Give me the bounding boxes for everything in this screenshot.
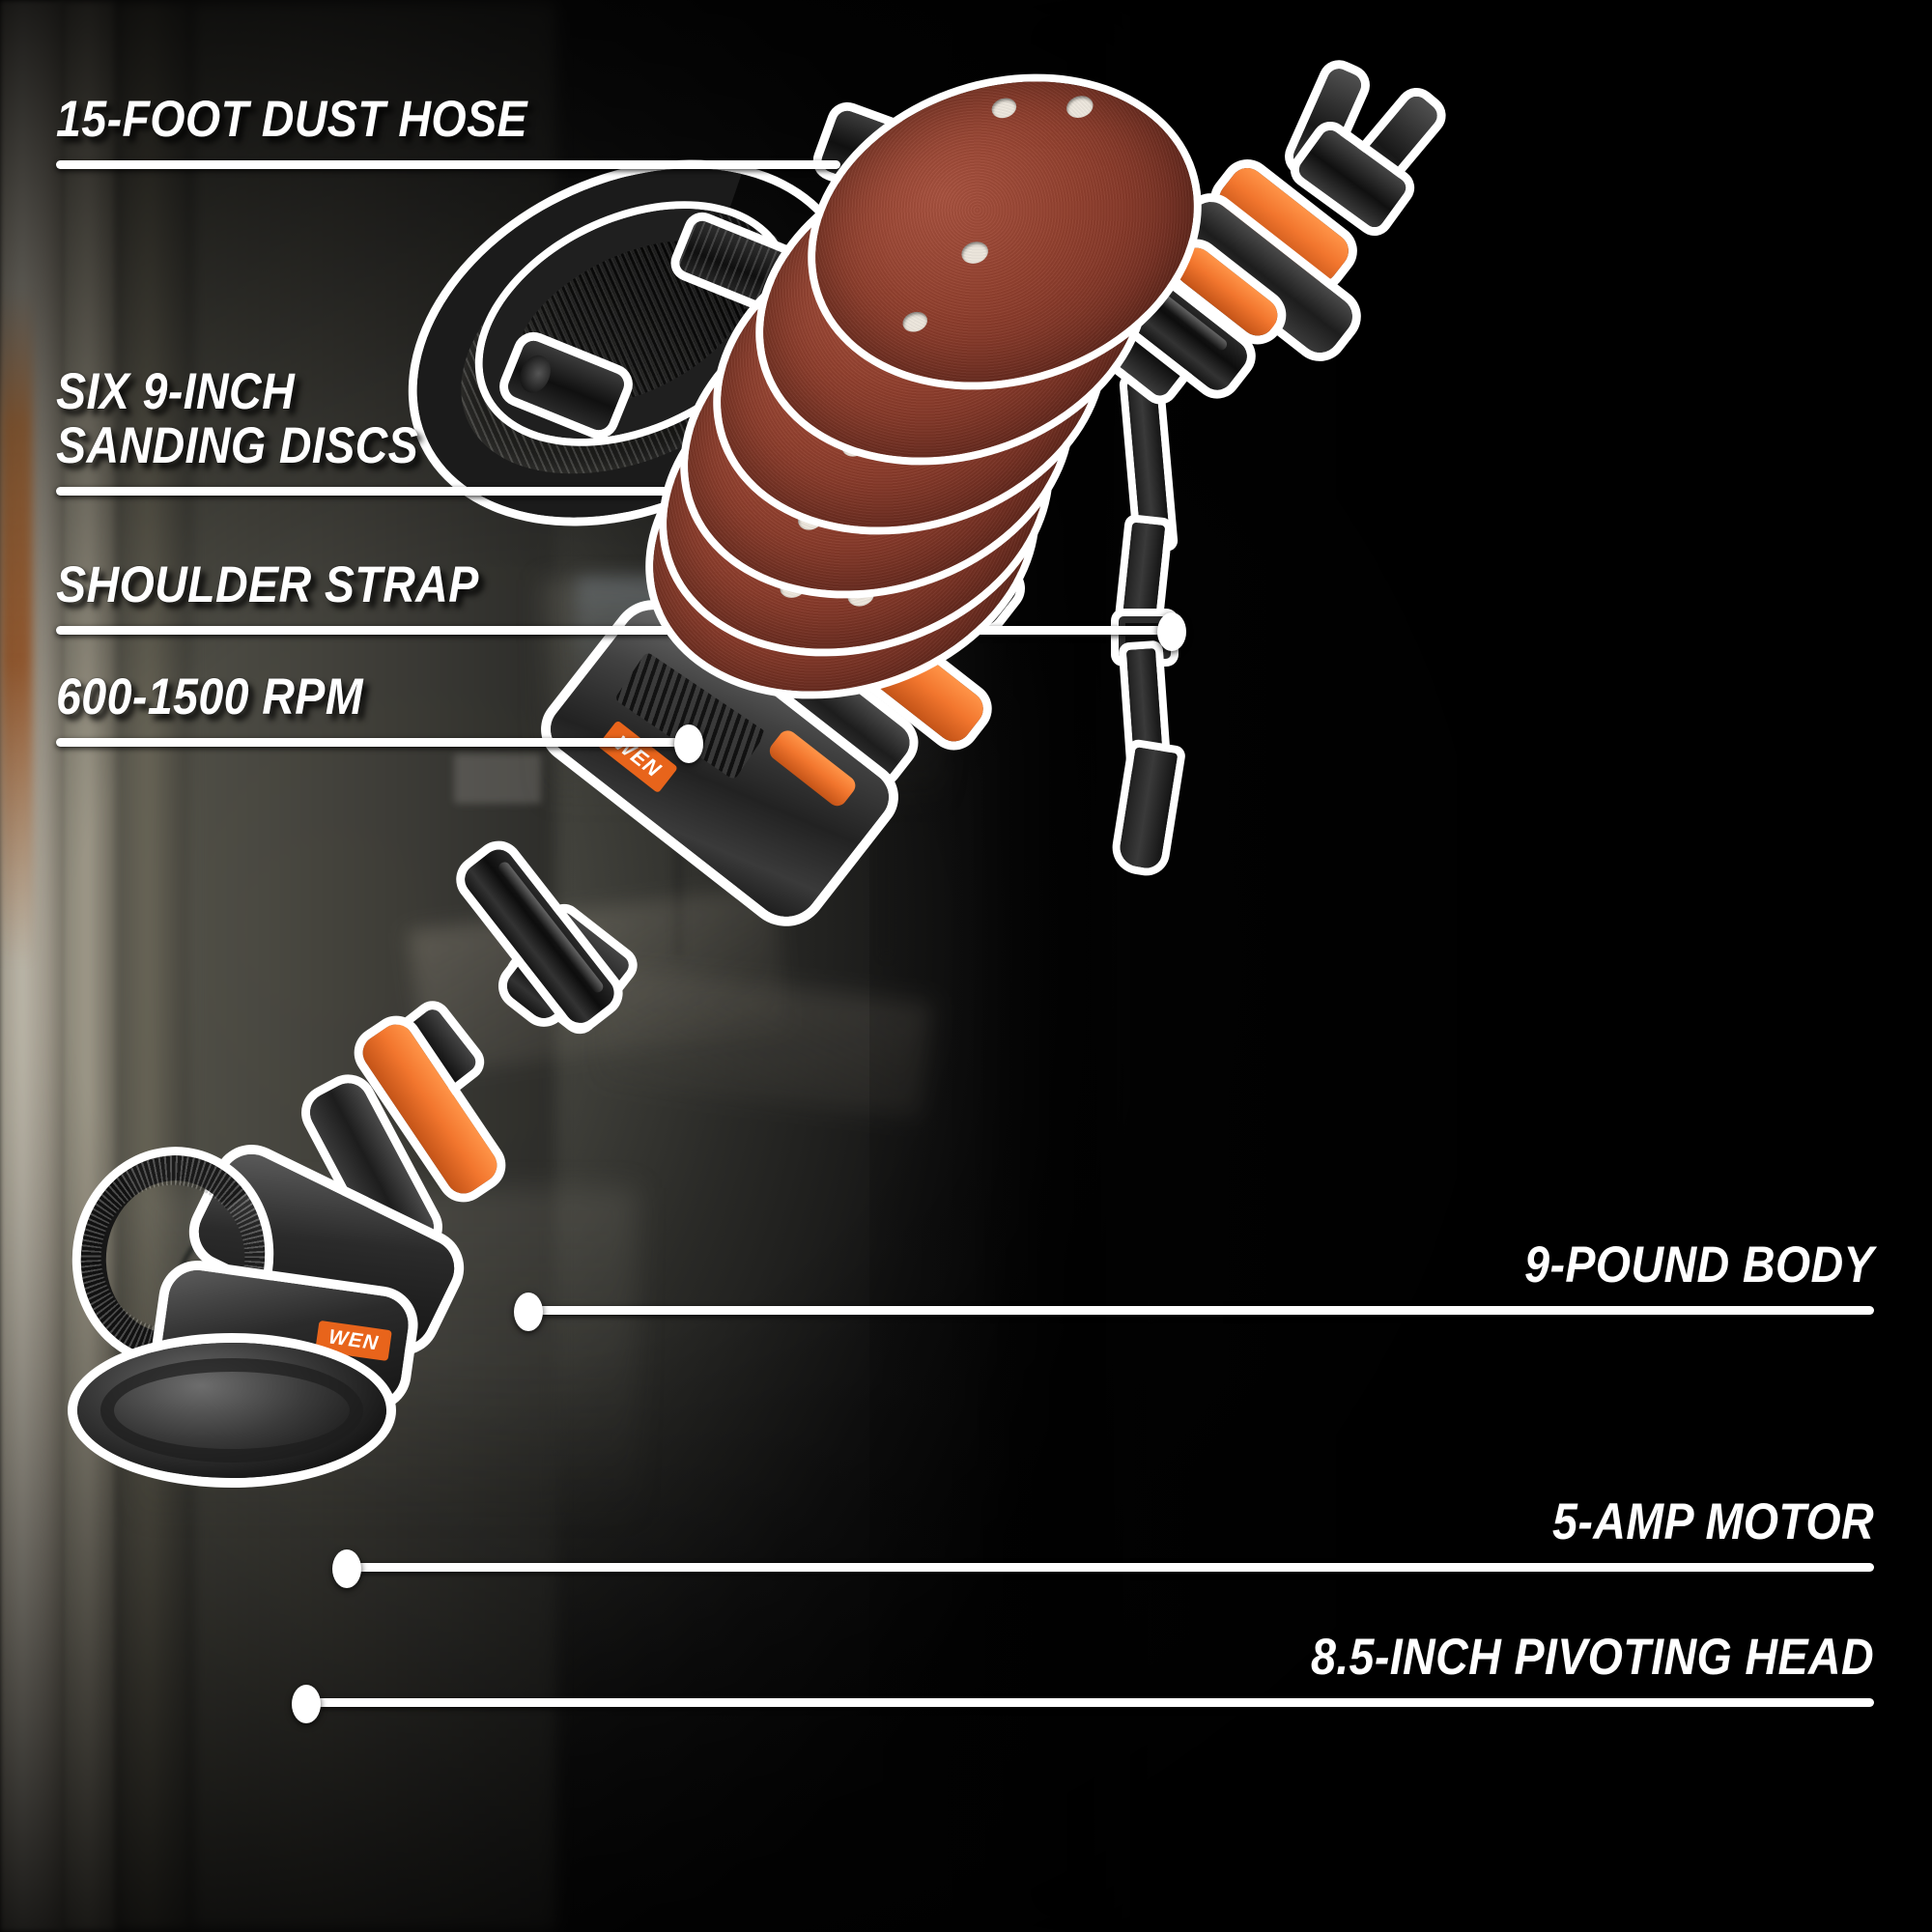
callout-label-pivoting-head: 8.5-INCH PIVOTING HEAD [1310,1629,1874,1686]
drywall-sander-image: WEN WEN [58,58,1507,1874]
callout-motor-amps[interactable]: 5-AMP MOTOR [220,1493,1874,1588]
callout-dust-hose[interactable]: 15-FOOT DUST HOSE [56,91,1853,278]
callout-dot-body-weight [514,1293,543,1331]
callout-rule-pivoting-head [307,1698,1874,1708]
callout-dot-rpm-range [674,724,703,763]
callout-label-rpm-range: 600-1500 RPM [56,668,363,725]
callout-rule-motor-amps [348,1563,1874,1573]
callout-label-motor-amps: 5-AMP MOTOR [1552,1493,1874,1550]
callout-label-body-weight: 9-POUND BODY [1524,1236,1874,1293]
callout-dot-motor-amps [332,1549,361,1588]
callout-pivoting-head[interactable]: 8.5-INCH PIVOTING HEAD [286,1629,1874,1723]
callout-shoulder-strap[interactable]: SHOULDER STRAP [56,556,1853,651]
callout-dot-pivoting-head [292,1685,321,1723]
callout-label-shoulder-strap: SHOULDER STRAP [56,556,479,613]
callout-rule-dust-hose [56,160,840,170]
callout-rpm-range[interactable]: 600-1500 RPM [56,668,1853,763]
callout-rule-sanding-discs [56,487,750,497]
wen-badge-head: WEN [315,1320,392,1362]
callout-label-sanding-discs: SIX 9-INCH SANDING DISCS [56,363,419,475]
callout-label-dust-hose: 15-FOOT DUST HOSE [56,91,527,148]
callout-body-weight[interactable]: 9-POUND BODY [135,1236,1874,1331]
pivoting-sanding-head [77,1343,386,1478]
callout-rule-body-weight [529,1306,1874,1316]
callout-rule-shoulder-strap [56,626,1165,636]
callout-dot-shoulder-strap [1157,612,1186,651]
callout-rule-rpm-range [56,738,682,748]
